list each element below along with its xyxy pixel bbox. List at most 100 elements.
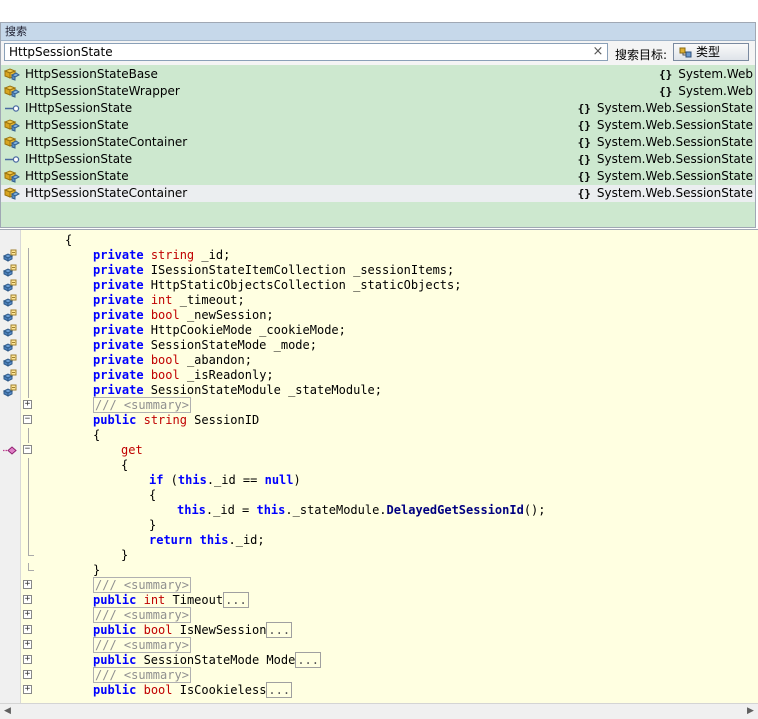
code-line[interactable]: private int _timeout; bbox=[0, 293, 758, 308]
code-line[interactable]: if (this._id == null) bbox=[0, 473, 758, 488]
expand-icon[interactable]: + bbox=[23, 684, 32, 694]
code-line[interactable]: + /// <summary> bbox=[0, 397, 758, 413]
code-line[interactable]: private bool _abandon; bbox=[0, 353, 758, 368]
collapsed-region-ellipsis[interactable]: ... bbox=[266, 622, 293, 638]
code-line[interactable]: + /// <summary> bbox=[0, 577, 758, 593]
result-type-name: HttpSessionStateContainer bbox=[25, 135, 188, 149]
search-panel: 搜索 × 搜索目标: 类型 HttpSessionStateBase{}Syst… bbox=[0, 22, 756, 228]
collapsed-comment[interactable]: /// <summary> bbox=[93, 577, 191, 593]
collapsed-region-ellipsis[interactable]: ... bbox=[266, 682, 293, 698]
code-line[interactable]: −get bbox=[0, 443, 758, 458]
code-line[interactable]: + /// <summary> bbox=[0, 607, 758, 623]
result-namespace-text: System.Web.SessionState bbox=[596, 135, 753, 149]
collapsed-comment[interactable]: /// <summary> bbox=[93, 667, 191, 683]
keyword: public bbox=[93, 413, 137, 427]
scroll-right-icon[interactable]: ▶ bbox=[747, 706, 754, 716]
code-line[interactable]: private HttpStaticObjectsCollection _sta… bbox=[0, 278, 758, 293]
search-target-dropdown[interactable]: 类型 bbox=[673, 43, 749, 61]
result-type-name: HttpSessionState bbox=[25, 118, 129, 132]
horizontal-scrollbar[interactable]: ◀ ▶ bbox=[0, 703, 758, 719]
code-line[interactable]: private HttpCookieMode _cookieMode; bbox=[0, 323, 758, 338]
search-result-item[interactable]: HttpSessionState {}System.Web.SessionStat… bbox=[1, 117, 755, 134]
code-line[interactable]: this._id = this._stateModule.DelayedGetS… bbox=[0, 503, 758, 518]
search-result-item[interactable]: IHttpSessionState{}System.Web.SessionSta… bbox=[1, 151, 755, 168]
collapsed-comment[interactable]: /// <summary> bbox=[93, 397, 191, 413]
outline-guide bbox=[28, 323, 29, 338]
code-token bbox=[192, 533, 199, 547]
code-text: /// <summary> bbox=[93, 637, 191, 653]
code-line[interactable]: + /// <summary> bbox=[0, 667, 758, 683]
code-line[interactable]: +public bool IsNewSession... bbox=[0, 622, 758, 638]
expand-icon[interactable]: + bbox=[23, 609, 32, 619]
search-result-item[interactable]: HttpSessionStateBase {}System.Web bbox=[1, 66, 755, 83]
collapsed-comment[interactable]: /// <summary> bbox=[93, 607, 191, 623]
namespace-icon: {} bbox=[577, 187, 591, 200]
collapsed-region-ellipsis[interactable]: ... bbox=[223, 592, 249, 608]
code-line[interactable]: } bbox=[0, 563, 758, 578]
expand-icon[interactable]: + bbox=[23, 579, 32, 589]
search-result-item[interactable]: HttpSessionStateContainer {}System.Web.Se… bbox=[1, 134, 755, 151]
code-line[interactable]: + /// <summary> bbox=[0, 637, 758, 653]
result-namespace: {}System.Web.SessionState bbox=[578, 134, 753, 151]
expand-icon[interactable]: + bbox=[23, 654, 32, 664]
code-line[interactable]: private SessionStateModule _stateModule; bbox=[0, 383, 758, 398]
search-panel-title: 搜索 bbox=[1, 23, 755, 41]
code-line[interactable]: private SessionStateMode _mode; bbox=[0, 338, 758, 353]
collapse-icon[interactable]: − bbox=[23, 414, 32, 424]
search-target-value: 类型 bbox=[696, 45, 721, 59]
collapse-icon[interactable]: − bbox=[23, 444, 32, 454]
expand-icon[interactable]: + bbox=[23, 594, 32, 604]
keyword: return bbox=[149, 533, 193, 547]
code-line[interactable]: − public string SessionID bbox=[0, 413, 758, 428]
code-text: private HttpCookieMode _cookieMode; bbox=[93, 323, 346, 338]
method-name: DelayedGetSessionId bbox=[386, 503, 524, 517]
result-type-name: HttpSessionStateBase bbox=[25, 67, 158, 81]
result-namespace: {}System.Web.SessionState bbox=[578, 117, 753, 134]
class-icon bbox=[3, 119, 20, 132]
code-line[interactable]: return this._id; bbox=[0, 533, 758, 548]
code-line[interactable]: } bbox=[0, 518, 758, 533]
code-line[interactable]: private bool _isReadonly; bbox=[0, 368, 758, 383]
expand-icon[interactable]: + bbox=[23, 399, 32, 409]
field-icon bbox=[2, 279, 18, 292]
scroll-left-icon[interactable]: ◀ bbox=[4, 706, 11, 716]
code-line[interactable]: { bbox=[0, 488, 758, 503]
code-text: return this._id; bbox=[149, 533, 265, 548]
code-line[interactable]: } bbox=[0, 548, 758, 563]
search-input[interactable] bbox=[4, 43, 608, 61]
type-keyword: bool bbox=[143, 683, 173, 697]
code-editor[interactable]: {private string _id;private ISessionStat… bbox=[0, 229, 758, 704]
outline-guide bbox=[28, 518, 29, 533]
code-line[interactable]: private ISessionStateItemCollection _ses… bbox=[0, 263, 758, 278]
search-result-item[interactable]: HttpSessionState{}System.Web.SessionStat… bbox=[1, 168, 755, 185]
code-line[interactable]: +public int Timeout... bbox=[0, 592, 758, 608]
code-token: ._id; bbox=[228, 533, 265, 547]
code-line[interactable]: +public SessionStateMode Mode... bbox=[0, 652, 758, 668]
outline-guide bbox=[28, 488, 29, 503]
collapsed-comment[interactable]: /// <summary> bbox=[93, 637, 191, 653]
result-type-name: IHttpSessionState bbox=[25, 101, 133, 115]
result-namespace: {}System.Web bbox=[659, 66, 753, 83]
expand-icon[interactable]: + bbox=[23, 624, 32, 634]
code-text: /// <summary> bbox=[93, 607, 191, 623]
clear-search-icon[interactable]: × bbox=[592, 44, 604, 59]
code-line[interactable]: { bbox=[0, 458, 758, 473]
collapsed-region-ellipsis[interactable]: ... bbox=[295, 652, 321, 668]
code-text: { bbox=[93, 428, 100, 443]
code-line[interactable]: +public bool IsCookieless... bbox=[0, 682, 758, 698]
code-text: public string SessionID bbox=[93, 413, 259, 428]
expand-icon[interactable]: + bbox=[23, 639, 32, 649]
code-token: SessionID bbox=[186, 413, 260, 427]
search-result-item[interactable]: HttpSessionStateWrapper{}System.Web bbox=[1, 83, 755, 100]
search-result-item[interactable]: IHttpSessionState{}System.Web.SessionSta… bbox=[1, 100, 755, 117]
outline-guide bbox=[28, 308, 29, 323]
outline-guide bbox=[28, 533, 29, 548]
code-line[interactable]: private string _id; bbox=[0, 248, 758, 263]
outline-end bbox=[28, 555, 34, 556]
code-line[interactable]: { bbox=[0, 233, 758, 248]
search-result-item[interactable]: HttpSessionStateContainer{}System.Web.Se… bbox=[1, 185, 755, 202]
code-line[interactable]: private bool _newSession; bbox=[0, 308, 758, 323]
code-line[interactable]: { bbox=[0, 428, 758, 443]
result-namespace-text: System.Web bbox=[678, 84, 753, 98]
expand-icon[interactable]: + bbox=[23, 669, 32, 679]
